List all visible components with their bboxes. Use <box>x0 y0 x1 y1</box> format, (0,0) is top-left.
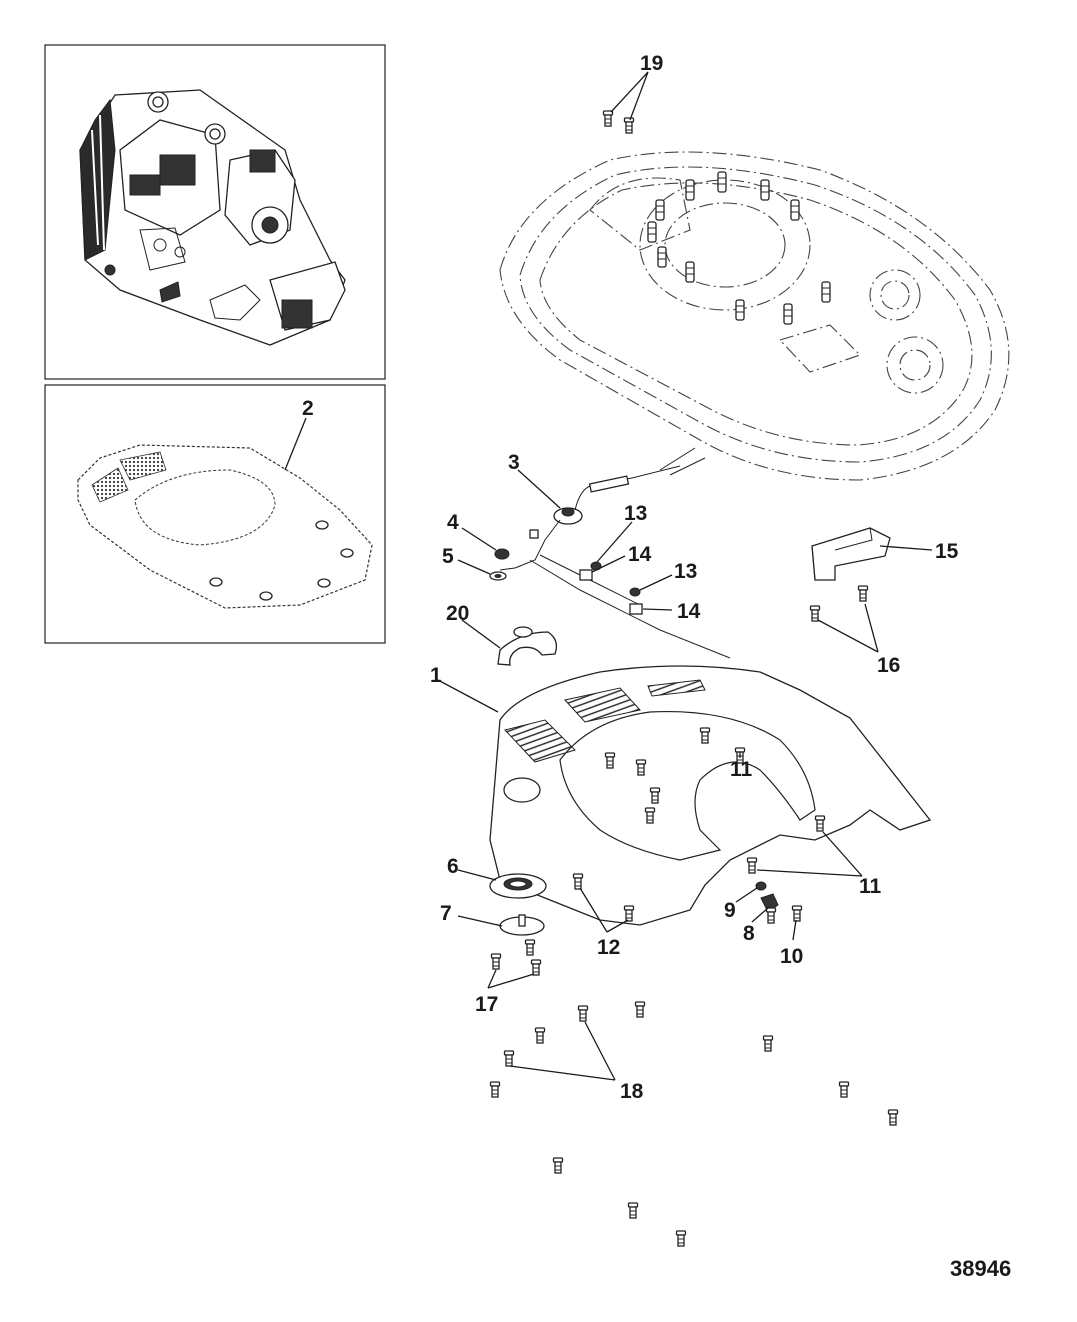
callout-14-upper: 14 <box>628 543 652 566</box>
speed-sensor-harness <box>499 447 731 659</box>
callout-8: 8 <box>743 922 755 945</box>
callout-5: 5 <box>442 545 454 568</box>
callout-labels: 19 2 3 4 5 13 14 13 14 15 16 20 1 11 11 … <box>302 52 959 1103</box>
callout-18: 17 <box>475 993 498 1016</box>
callout-15: 15 <box>935 540 959 563</box>
callout-10: 10 <box>780 945 803 968</box>
callout-2: 2 <box>302 397 314 420</box>
callout-19: 18 <box>620 1080 644 1103</box>
callout-13-lower: 13 <box>674 560 697 583</box>
flywheel-housing-phantom <box>499 151 1010 481</box>
callout-11-upper: 11 <box>730 758 753 781</box>
leader-lines <box>284 71 933 1081</box>
callout-6: 6 <box>447 855 459 878</box>
transmission-inset <box>44 44 386 380</box>
callout-12: 12 <box>597 936 620 959</box>
callout-17: 19 <box>640 52 663 75</box>
plate-inset <box>44 384 386 644</box>
flywheel-cover-plate <box>489 665 932 926</box>
callout-1: 1 <box>430 664 442 687</box>
callout-7: 7 <box>440 902 452 925</box>
callout-16: 16 <box>877 654 900 677</box>
callout-14-lower: 14 <box>677 600 701 623</box>
callout-9: 9 <box>724 899 736 922</box>
callout-3: 3 <box>508 451 520 474</box>
callout-11-lower: 11 <box>859 875 882 898</box>
callout-4: 4 <box>447 511 459 534</box>
figure-id: 38946 <box>950 1256 1011 1281</box>
bracket-part-15 <box>811 527 891 581</box>
callout-20: 20 <box>446 602 469 625</box>
callout-13-upper: 13 <box>624 502 647 525</box>
cover-part-6 <box>489 873 547 899</box>
clamp-part-20 <box>497 626 558 666</box>
